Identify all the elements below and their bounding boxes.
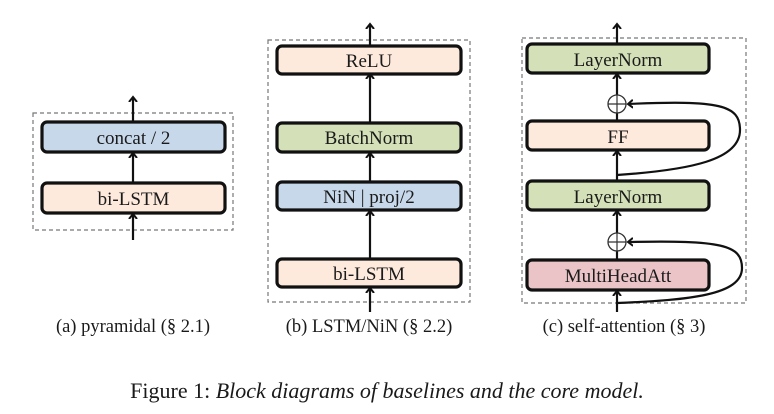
relu-block: ReLU [275,44,463,76]
batchnorm-block-label: BatchNorm [325,128,414,149]
residual-add-top-icon [607,94,627,114]
concat-block: concat / 2 [40,120,227,154]
panel-b: ReLU BatchNorm NiN | proj/2 bi-LSTM (b) … [267,24,471,337]
layernorm-mid-block: LayerNorm [525,179,711,212]
bi-lstm-block-label: bi-LSTM [333,264,405,285]
bi-lstm-block-label: bi-LSTM [98,189,170,210]
figure-caption: Figure 1: Block diagrams of baselines an… [130,378,644,403]
concat-block-label: concat / 2 [97,128,171,149]
nin-proj-block: NiN | proj/2 [275,180,463,212]
panel-c-frame [521,37,747,304]
relu-block-label: ReLU [346,51,393,72]
bi-lstm-block: bi-LSTM [40,181,227,215]
ff-block-label: FF [607,127,628,148]
batchnorm-block: BatchNorm [275,121,463,154]
bi-lstm-block: bi-LSTM [275,257,463,289]
nin-proj-block-label: NiN | proj/2 [323,187,414,208]
panel-a-label: (a) pyramidal (§ 2.1) [56,317,210,337]
ff-block: FF [525,119,711,152]
layernorm-top-block-label: LayerNorm [574,50,663,71]
layernorm-mid-block-label: LayerNorm [574,187,663,208]
panel-b-label: (b) LSTM/NiN (§ 2.2) [286,317,452,337]
multihead-att-block: MultiHeadAtt [525,258,711,292]
panel-c: LayerNorm FF LayerNorm MultiHeadAtt (c) … [521,24,747,337]
multihead-att-block-label: MultiHeadAtt [565,266,672,287]
caption-prefix: Figure 1: [130,378,216,403]
caption-body: Block diagrams of baselines and the core… [216,378,644,403]
residual-add-bottom-icon [607,232,627,252]
residual-path-top [616,103,742,177]
layernorm-top-block: LayerNorm [525,42,711,75]
panel-c-label: (c) self-attention (§ 3) [543,317,706,337]
residual-path-bottom [616,242,744,305]
panel-a: concat / 2 bi-LSTM (a) pyramidal (§ 2.1) [32,97,234,337]
